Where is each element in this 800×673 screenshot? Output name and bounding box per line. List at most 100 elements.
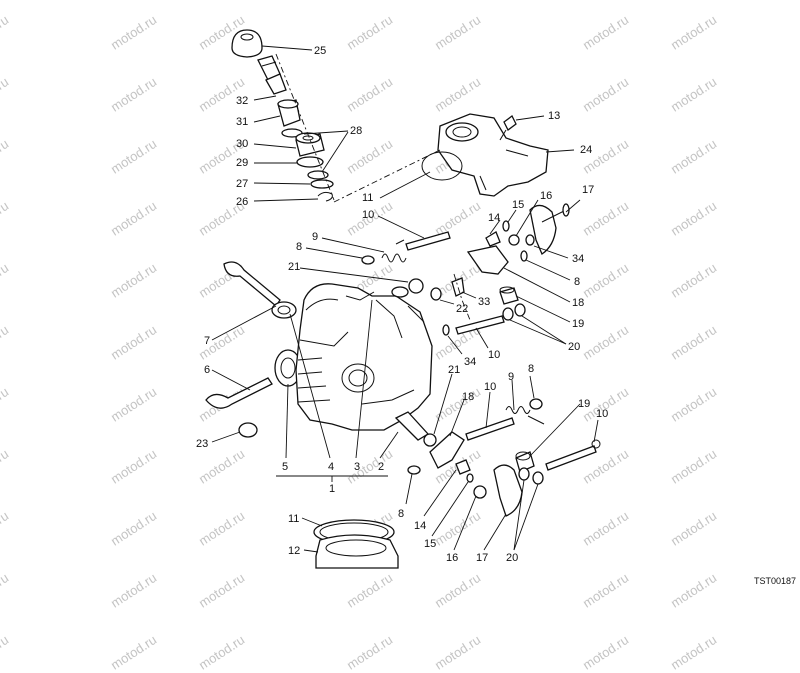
callout-20-upper: 20 [568, 341, 581, 353]
callout-16-lower: 16 [446, 552, 459, 564]
tappet-21a [408, 278, 424, 294]
callout-6: 6 [204, 364, 211, 376]
ring-27 [310, 179, 334, 189]
washers-20a [502, 303, 526, 321]
callout-30: 30 [236, 138, 249, 150]
callout-8-lower-left: 8 [398, 508, 405, 520]
washer-8d [407, 465, 421, 475]
washers-20b [518, 467, 544, 485]
callout-27: 27 [236, 178, 249, 190]
callout-28: 28 [350, 125, 363, 137]
shaft-10d [545, 439, 601, 471]
bolt-33 [451, 277, 465, 297]
callout-7: 7 [204, 335, 211, 347]
valve-seal-7b [271, 301, 297, 319]
assembly-lines [275, 53, 471, 321]
plug-22 [430, 287, 442, 301]
rocker-17a [529, 203, 570, 255]
shaft-10c [465, 417, 515, 441]
callout-10-lower-a: 10 [484, 381, 497, 393]
watermark-text: motod.ru [432, 632, 484, 673]
callout-11-lower: 11 [288, 513, 300, 525]
cap-16a [508, 234, 520, 246]
rocker-arm-18a [466, 245, 509, 275]
body-30 [295, 132, 325, 157]
screw-13 [499, 115, 517, 141]
callout-8-upper-left: 8 [296, 241, 303, 253]
flange-12 [315, 534, 399, 569]
watermark-text: motod.ru [580, 632, 632, 673]
callout-4: 4 [328, 461, 335, 473]
oring-28b [307, 170, 329, 180]
callout-19-lower: 19 [578, 398, 591, 410]
shim-15a [502, 220, 510, 232]
callout-9-lower: 9 [508, 371, 515, 383]
watermark-text: motod.ru [668, 632, 720, 673]
rocker-shaft-10a [405, 231, 451, 251]
callout-17-lower: 17 [476, 552, 489, 564]
callout-25: 25 [314, 45, 327, 57]
cylinder-head-body [295, 283, 433, 431]
spring-9b [505, 406, 545, 425]
gasket-11a [421, 151, 463, 181]
callout-20-lower: 20 [506, 552, 519, 564]
oring-34b [442, 324, 450, 336]
watermark-text: motod.ru [196, 632, 248, 673]
fitting-31 [277, 99, 301, 127]
valve-6 [205, 377, 273, 409]
watermark-text: motod.ru [108, 632, 160, 673]
callout-22: 22 [456, 303, 469, 315]
washer-29 [296, 156, 324, 168]
bushing-19b [515, 451, 535, 473]
callout-15-upper: 15 [512, 199, 525, 211]
callout-13: 13 [548, 110, 561, 122]
callout-8-upper-right: 8 [574, 276, 581, 288]
callout-15-lower: 15 [424, 538, 437, 550]
callout-10-lower-b: 10 [596, 408, 609, 420]
valve-7 [223, 261, 281, 307]
drawing-reference-code: TST00187 [753, 576, 796, 586]
callout-34-middle: 34 [464, 356, 477, 368]
rocker-arm-18b [429, 431, 465, 469]
callout-5: 5 [282, 461, 289, 473]
washer-8a [361, 255, 375, 265]
shim-15b [466, 473, 474, 483]
sensor-cap-25 [231, 29, 263, 58]
callout-10-middle: 10 [488, 349, 501, 361]
callout-19-upper: 19 [572, 318, 585, 330]
rocker-17b [493, 464, 523, 517]
callout-31: 31 [236, 116, 249, 128]
callout-9-upper: 9 [312, 231, 319, 243]
ring-8b [520, 250, 528, 262]
callout-16-upper: 16 [540, 190, 553, 202]
callout-18-lower: 18 [462, 391, 475, 403]
callout-14-upper: 14 [488, 212, 501, 224]
washer-8c [529, 398, 543, 410]
callout-24: 24 [580, 144, 593, 156]
sensor-32 [257, 55, 287, 95]
callout-3: 3 [354, 461, 361, 473]
cap-16b [473, 485, 487, 499]
pin-14a [485, 231, 501, 247]
shaft-10b [455, 315, 505, 335]
cap-23 [238, 422, 258, 438]
pin-14b [455, 459, 471, 475]
callout-29: 29 [236, 157, 249, 169]
callout-21-lower: 21 [448, 364, 461, 376]
watermark-text: motod.ru [344, 632, 396, 673]
circlip-26 [317, 191, 333, 202]
bushing-19a [499, 286, 519, 305]
callout-21-upper: 21 [288, 261, 301, 273]
callout-33: 33 [478, 296, 491, 308]
watermark-text: motod.ru [0, 632, 12, 673]
spring-9a [381, 239, 407, 263]
cylinder-head-drawing [205, 29, 601, 569]
callout-14-lower: 14 [414, 520, 427, 532]
callout-1: 1 [329, 483, 336, 495]
callout-2: 2 [378, 461, 385, 473]
tappet-21b [394, 411, 437, 447]
callout-17-upper: 17 [582, 184, 595, 196]
callout-26: 26 [236, 196, 249, 208]
cover-24 [437, 113, 549, 197]
washer-34a [525, 234, 535, 246]
